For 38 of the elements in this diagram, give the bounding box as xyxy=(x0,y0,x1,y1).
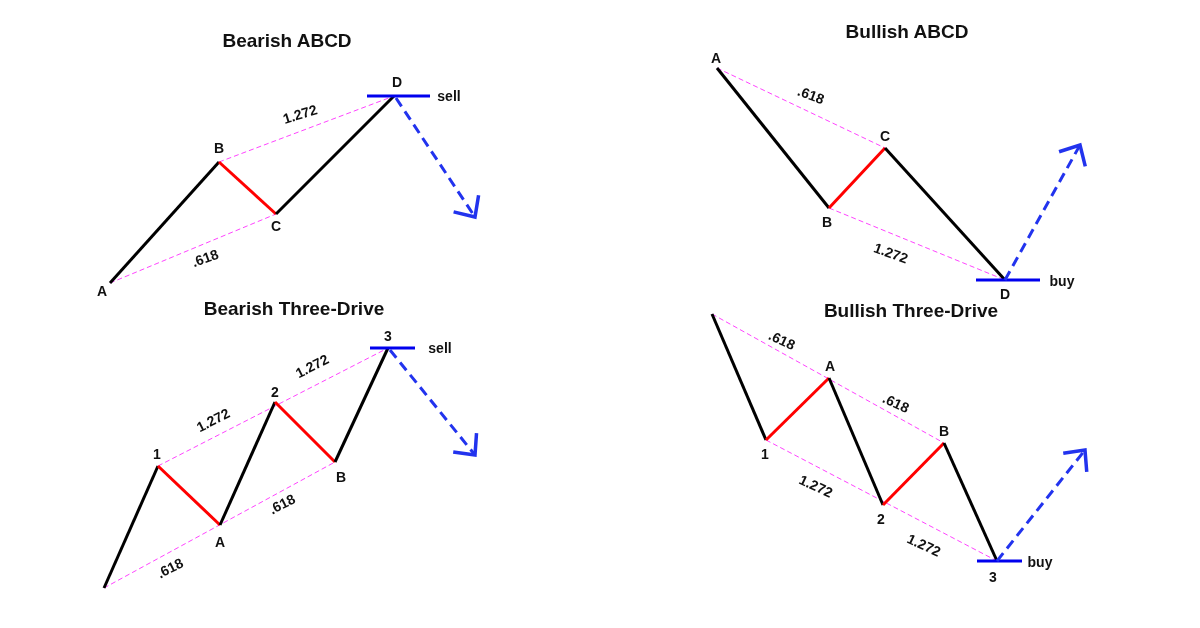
point-label: 3 xyxy=(989,570,997,584)
pattern-title: Bullish Three-Drive xyxy=(823,300,999,320)
pattern-title: Bullish ABCD xyxy=(845,21,969,41)
signal-label: buy xyxy=(1049,274,1075,288)
point-label: B xyxy=(938,424,950,438)
pattern-title: Bearish Three-Drive xyxy=(203,298,385,318)
point-label: 3 xyxy=(384,329,392,343)
point-label: B xyxy=(821,215,833,229)
ratio-label: 1.272 xyxy=(281,102,319,126)
ratio-label: .618 xyxy=(795,83,827,107)
point-label: C xyxy=(270,219,282,233)
ratio-label: 1.272 xyxy=(293,351,331,381)
ratio-label: .618 xyxy=(880,390,912,416)
ratio-label: .618 xyxy=(766,327,798,353)
ratio-label: 1.272 xyxy=(905,531,943,559)
point-label: A xyxy=(96,284,108,298)
point-label: 1 xyxy=(761,447,769,461)
point-label: A xyxy=(214,535,226,549)
ratio-label: 1.272 xyxy=(872,240,910,266)
signal-label: sell xyxy=(437,89,461,103)
point-label: D xyxy=(391,75,403,89)
point-label: 2 xyxy=(877,512,885,526)
point-label: B xyxy=(335,470,347,484)
signal-label: buy xyxy=(1027,555,1053,569)
ratio-label: .618 xyxy=(154,555,186,581)
point-label: 1 xyxy=(153,447,161,461)
point-label: 2 xyxy=(271,385,279,399)
point-label: D xyxy=(999,287,1011,301)
pattern-title: Bearish ABCD xyxy=(222,30,352,50)
ratio-label: .618 xyxy=(189,246,221,270)
ratio-label: 1.272 xyxy=(194,405,232,435)
point-label: B xyxy=(213,141,225,155)
ratio-label: .618 xyxy=(266,491,298,517)
point-label: C xyxy=(879,129,891,143)
ratio-label: 1.272 xyxy=(797,472,835,500)
point-label: A xyxy=(824,359,836,373)
signal-label: sell xyxy=(428,341,452,355)
point-label: A xyxy=(710,51,722,65)
